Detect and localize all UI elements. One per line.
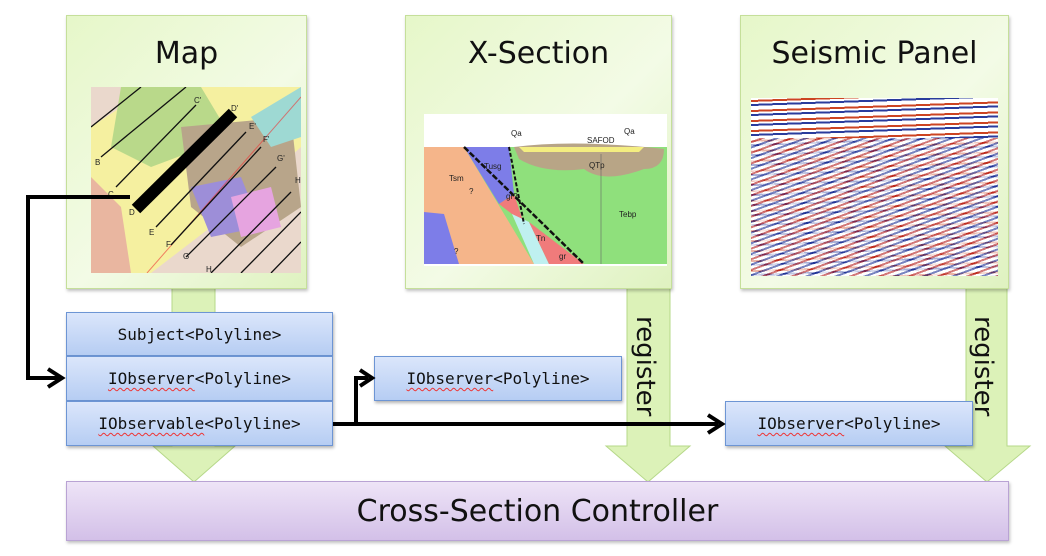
svg-text:E': E' <box>249 122 256 131</box>
subject-label: Subject<Polyline> <box>117 324 282 344</box>
svg-text:F: F <box>166 240 171 249</box>
observable-type: <Polyline> <box>204 414 301 433</box>
svg-text:D: D <box>129 208 135 217</box>
seismic-image <box>751 98 998 276</box>
svg-text:Qa: Qa <box>511 129 522 138</box>
svg-text:?: ? <box>469 187 474 196</box>
observable-label: IObservable <box>98 414 205 433</box>
map-panel: Map B C C' D D' E E' F F' G G' H H' <box>66 15 307 289</box>
subject-box: Subject<Polyline> <box>66 312 333 356</box>
svg-text:D': D' <box>231 104 239 113</box>
observable-to-xsection-arrow <box>354 376 368 424</box>
observer-label: IObserver <box>757 414 845 433</box>
observer-label: IObserver <box>406 369 494 388</box>
svg-text:Tusg: Tusg <box>484 162 502 171</box>
svg-text:B: B <box>95 158 100 167</box>
observer-type: <Polyline> <box>194 369 292 388</box>
selected-polyline <box>131 108 238 214</box>
svg-text:C': C' <box>194 96 202 105</box>
svg-text:G': G' <box>277 154 285 163</box>
svg-text:gr?: gr? <box>506 192 518 201</box>
svg-text:H: H <box>206 265 212 273</box>
svg-text:Tsm: Tsm <box>449 174 464 183</box>
svg-text:C: C <box>108 190 114 199</box>
seismic-panel: Seismic Panel <box>740 15 1009 289</box>
svg-text:H': H' <box>295 176 301 185</box>
svg-text:Tebp: Tebp <box>619 210 637 219</box>
observer-type: <Polyline> <box>844 414 941 433</box>
geologic-map-image: B C C' D D' E E' F F' G G' H H' <box>91 87 301 273</box>
svg-text:gr: gr <box>559 252 566 261</box>
observer-box-seismic: IObserver<Polyline> <box>725 401 973 446</box>
svg-text:Qa: Qa <box>624 127 635 136</box>
svg-text:F': F' <box>263 135 270 144</box>
observer-label: IObserver <box>107 369 195 388</box>
xsection-title: X-Section <box>467 36 610 71</box>
register-arrow-xsection <box>604 285 692 483</box>
svg-text:?: ? <box>454 247 459 256</box>
svg-text:Tn: Tn <box>536 234 545 243</box>
svg-text:E: E <box>149 228 154 237</box>
polyline-to-observer-arrow <box>26 195 130 380</box>
cross-section-controller: Cross-Section Controller <box>66 481 1009 541</box>
map-title: Map <box>154 36 219 71</box>
observer-box-xsection: IObserver<Polyline> <box>374 356 622 401</box>
observable-box-map: IObservable<Polyline> <box>66 401 333 446</box>
seismic-title: Seismic Panel <box>771 36 978 71</box>
svg-text:QTp: QTp <box>589 161 605 170</box>
observer-box-map: IObserver<Polyline> <box>66 356 333 401</box>
observer-type: <Polyline> <box>493 369 590 388</box>
svg-text:SAFOD: SAFOD <box>587 136 615 145</box>
svg-text:G: G <box>183 252 189 261</box>
